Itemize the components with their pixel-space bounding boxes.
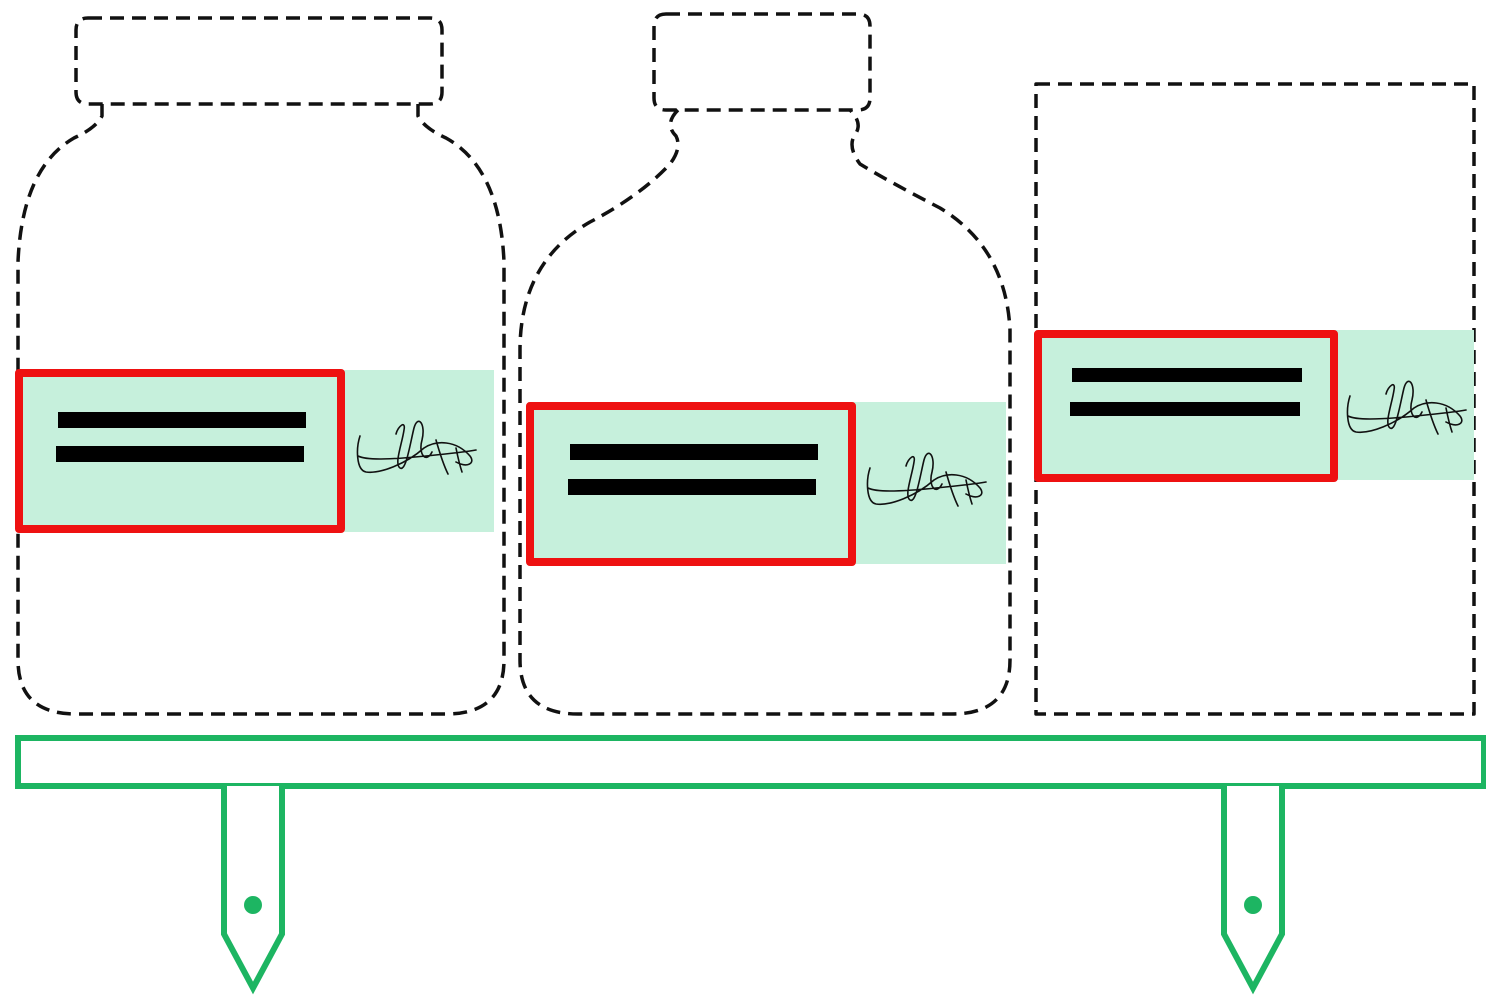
shelf-bracket-right bbox=[1221, 786, 1285, 995]
text-line bbox=[568, 479, 816, 495]
narrow-bottle bbox=[518, 12, 1012, 716]
shelf-rail bbox=[15, 735, 1486, 789]
wide-jar-body-outline bbox=[16, 104, 506, 716]
text-line bbox=[1070, 402, 1300, 416]
wide-jar-label bbox=[15, 369, 494, 533]
shelf bbox=[15, 735, 1486, 995]
text-line bbox=[58, 412, 306, 428]
bracket-pin bbox=[1244, 896, 1262, 914]
bracket-pin bbox=[244, 896, 262, 914]
narrow-bottle-body-outline bbox=[518, 108, 1012, 716]
text-line bbox=[1072, 368, 1302, 382]
box-label bbox=[1034, 330, 1474, 482]
narrow-bottle-label bbox=[526, 402, 1006, 566]
wide-jar-lid-outline bbox=[74, 16, 444, 106]
text-line bbox=[56, 446, 304, 462]
narrow-bottle-cap-outline bbox=[652, 12, 872, 112]
wide-jar bbox=[16, 16, 506, 716]
shelf-bracket-left bbox=[221, 786, 285, 995]
text-line bbox=[570, 444, 818, 460]
